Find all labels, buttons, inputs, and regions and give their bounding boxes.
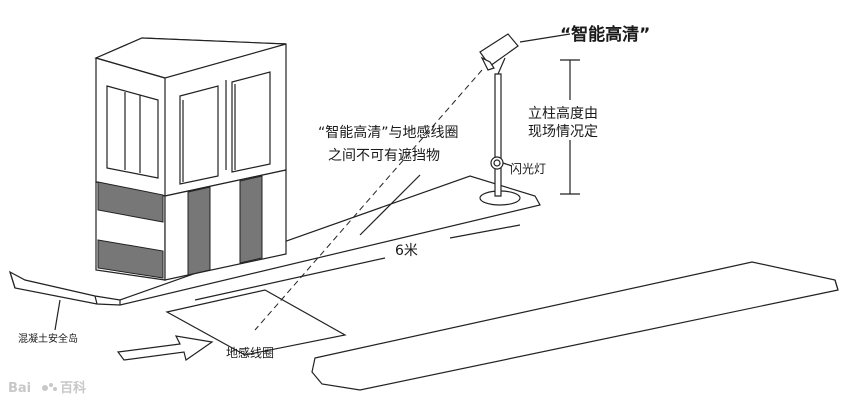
distance-label: 6米 — [395, 243, 418, 259]
pole-height-label-line2: 现场情况定 — [528, 124, 598, 140]
concrete-island-label: 混凝土安全岛 — [18, 332, 78, 345]
opposite-island — [311, 261, 839, 391]
toll-booth — [94, 37, 287, 281]
concrete-island — [8, 175, 541, 306]
distance-dimension — [194, 224, 521, 301]
flash-lamp-label: 闪光灯 — [510, 162, 546, 176]
ground-loop-label: 地感线圈 — [226, 345, 274, 360]
camera-leader-line — [519, 33, 571, 43]
pole-height-label-line1: 立柱高度由 — [528, 105, 598, 122]
direction-arrow-icon — [116, 335, 214, 361]
paw-icon — [42, 383, 57, 391]
camera-pole — [479, 33, 521, 206]
watermark: Bai 百科 — [8, 380, 86, 396]
island-leader-line — [54, 299, 61, 331]
flash-lamp-leader-line — [502, 162, 513, 167]
watermark-suffix: 百科 — [60, 380, 86, 396]
obstruction-leader-line — [359, 174, 421, 236]
watermark-brand: Bai — [8, 381, 31, 396]
height-dimension — [560, 59, 580, 195]
obstruction-label-line1: “智能高清”与地感线圈 — [318, 124, 459, 141]
sight-line — [254, 69, 483, 331]
obstruction-label-line2: 之间不可有遮挡物 — [328, 148, 440, 164]
camera-title-label: “智能高清” — [560, 24, 650, 45]
ground-loop — [165, 289, 347, 356]
